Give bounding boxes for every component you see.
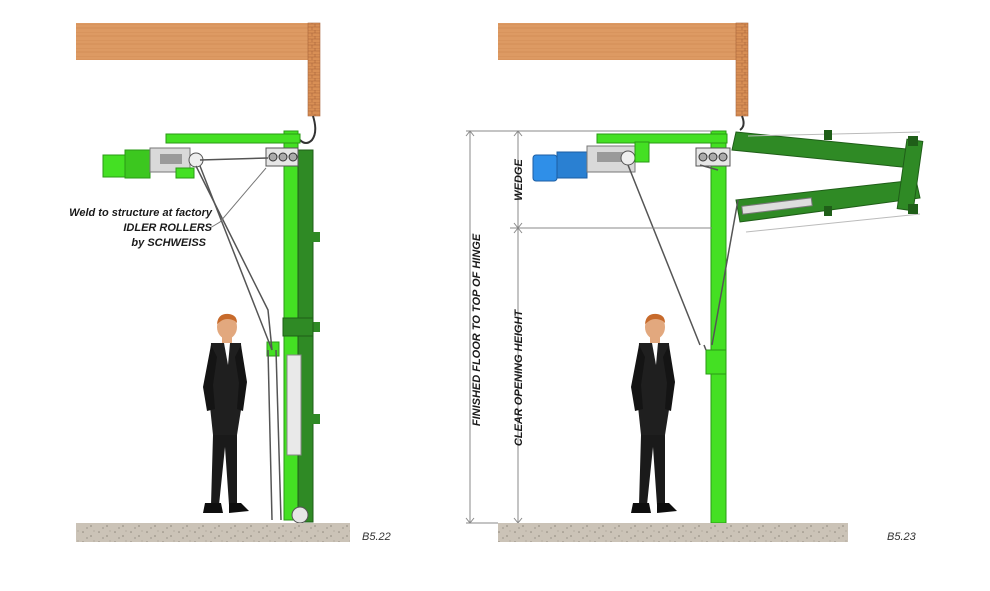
hook-icon-right [739, 115, 745, 131]
callout-line-2: IDLER ROLLERS [123, 222, 212, 234]
roller-icon [265, 147, 299, 167]
frame-column-right [710, 130, 727, 524]
callout-line-1: Weld to structure at factory [69, 207, 213, 219]
dimension-lines [465, 130, 712, 524]
callout-leader [209, 167, 267, 229]
person-figure-right [631, 313, 677, 513]
ceiling-beam-right [498, 23, 738, 60]
header-arm [165, 133, 301, 144]
roller-icon-right [695, 147, 731, 167]
hook-icon [299, 115, 317, 144]
door-panel-open [731, 130, 924, 233]
floor-slab-right [498, 523, 848, 542]
dim-label-wedge: WEDGE [513, 159, 525, 201]
floor-slab [76, 523, 350, 542]
figure-number-left: B5.22 [362, 531, 391, 543]
dim-label-clear-opening: CLEAR OPENING HEIGHT [513, 309, 525, 447]
figure-number-right: B5.23 [887, 531, 917, 543]
callout-line-3: by SCHWEISS [131, 237, 206, 249]
brick-column [307, 22, 321, 117]
header-arm-right [596, 133, 728, 144]
person-figure [203, 313, 249, 513]
left-figure: Weld to structure at factory IDLER ROLLE… [69, 22, 391, 543]
right-figure: WEDGE FINISHED FLOOR TO TOP OF HINGE CLE… [465, 22, 924, 543]
motor-icon-right [532, 154, 558, 182]
brick-column-right [735, 22, 749, 117]
ceiling-beam [76, 23, 310, 60]
motor-icon [102, 154, 126, 178]
dim-label-finished-floor: FINISHED FLOOR TO TOP OF HINGE [471, 233, 483, 426]
